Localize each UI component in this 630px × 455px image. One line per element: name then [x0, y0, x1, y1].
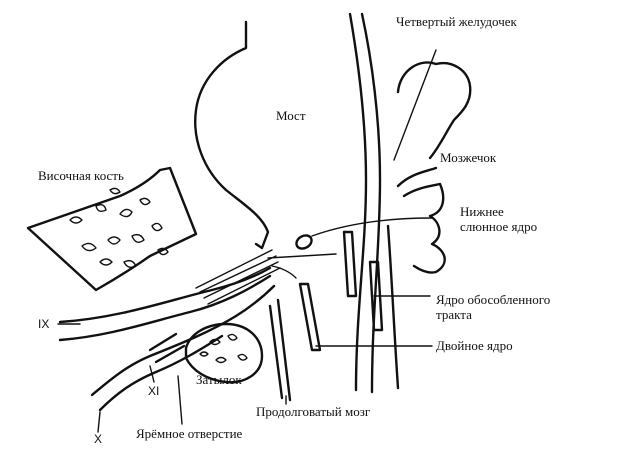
label-nerve-ix: IX: [38, 317, 50, 331]
solitary-tract-nucleus: [342, 230, 358, 298]
nerve-fibers: [195, 249, 281, 305]
nerve-bundle-upper: [58, 274, 272, 342]
jugular-foramen-lines: [148, 332, 186, 364]
temporal-bone-outline: [26, 166, 198, 292]
temporal-bone-texture: [69, 187, 169, 269]
pointer-xi: [149, 365, 155, 383]
label-cerebellum: Мозжечок: [440, 150, 497, 165]
label-inferior-salivatory-2: слюнное ядро: [460, 219, 538, 234]
cerebellum-outline: [396, 166, 446, 274]
label-inferior-salivatory-1: Нижнее: [460, 204, 504, 219]
occiput-outline: [184, 322, 264, 384]
label-solitary-tract-1: Ядро обособленного: [436, 292, 551, 307]
solitary-tract-nucleus-2: [368, 260, 384, 332]
nucleus-ambiguus: [298, 282, 322, 352]
arrow-to-solitary: [267, 253, 337, 259]
fourth-ventricle-outline: [396, 61, 472, 160]
medulla-left-boundary: [276, 298, 292, 402]
brainstem-right-1: [348, 12, 368, 392]
label-nucleus-ambiguus: Двойное ядро: [436, 338, 513, 353]
label-nerve-x: X: [94, 432, 103, 446]
fourth-ventricle-line: [393, 49, 437, 161]
brainstem-right-3: [386, 224, 400, 390]
pons-outline: [194, 20, 270, 250]
label-temporal-bone: Височная кость: [38, 168, 124, 183]
pointer-jugular: [177, 375, 183, 425]
nerve-ix-bundle: [58, 266, 272, 324]
label-pons: Мост: [276, 108, 306, 123]
label-medulla-oblongata: Продолговатый мозг: [256, 404, 371, 419]
salivatory-pointer: [311, 217, 433, 237]
label-solitary-tract-2: тракта: [436, 307, 472, 322]
label-occiput: Затылок: [196, 372, 242, 387]
occiput-texture: [199, 333, 248, 364]
medulla-left-boundary-2: [268, 304, 284, 400]
pointer-x: [97, 411, 101, 433]
label-nerve-xi: XI: [148, 384, 160, 398]
inferior-salivatory-nucleus: [295, 234, 313, 250]
arrow-to-ambiguus: [271, 265, 297, 279]
label-jugular-foramen: Ярёмное отверстие: [136, 426, 243, 441]
nerve-x-lower: [98, 334, 224, 412]
label-fourth-ventricle: Четвертый желудочек: [396, 14, 517, 29]
